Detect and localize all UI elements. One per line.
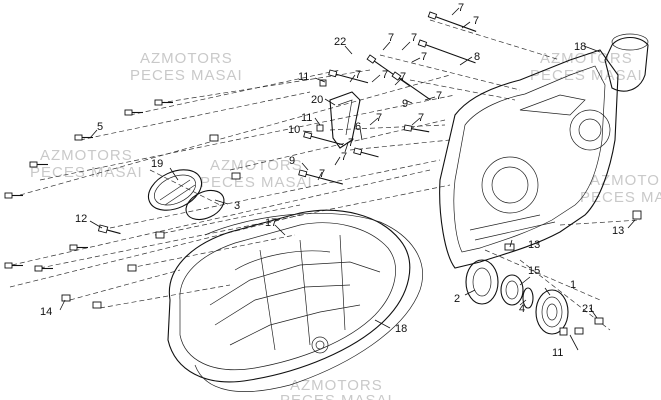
- callout-14: 14: [40, 306, 52, 318]
- watermark-line2-top: PECES MASAI: [130, 67, 243, 84]
- callout-7: 7: [348, 137, 354, 149]
- callout-7: 7: [436, 90, 442, 102]
- callout-6: 6: [355, 121, 361, 133]
- callout-8: 8: [474, 51, 480, 63]
- watermark-line1-top: AZMOTORS: [140, 50, 233, 67]
- watermark-line2-right: PECES MASAI: [580, 189, 661, 206]
- clutch-cover: [167, 209, 411, 383]
- callout-19: 19: [151, 158, 163, 170]
- callout-11: 11: [298, 71, 309, 83]
- watermark-line1-right: AZMOTORS: [590, 172, 661, 189]
- watermark-line1-bottom: AZMOTORS: [290, 377, 383, 394]
- callout-20: 20: [311, 94, 323, 106]
- callout-7: 7: [473, 15, 479, 27]
- callout-15: 15: [528, 265, 540, 277]
- watermark-line2-center: PECES MASAI: [200, 174, 313, 191]
- callout-7: 7: [418, 112, 424, 124]
- bracket-20: [329, 91, 361, 149]
- callout-21: 21: [582, 303, 594, 315]
- callout-10: 10: [288, 124, 300, 136]
- callout-7: 7: [341, 151, 347, 163]
- callout-17: 17: [265, 217, 277, 229]
- callout-11: 11: [301, 112, 312, 124]
- callout-12: 12: [75, 213, 87, 225]
- watermark-line1-top-right: AZMOTORS: [540, 50, 633, 67]
- callout-13: 13: [528, 239, 540, 251]
- callout-7: 7: [400, 71, 406, 83]
- assembly-lines: [9, 19, 641, 331]
- callout-7: 7: [411, 32, 417, 44]
- watermark-line1-left: AZMOTORS: [40, 147, 133, 164]
- leader-lines: [59, 7, 636, 351]
- callout-3: 3: [234, 200, 240, 212]
- callout-7: 7: [458, 2, 464, 14]
- callout-2: 2: [454, 293, 460, 305]
- callout-9: 9: [402, 98, 408, 110]
- callout-labels: 7 7 22 7 7 7 8 18 11 7 7 7 7 20 9 11 7 7…: [40, 2, 624, 359]
- callout-16: 18: [574, 41, 586, 53]
- crankcase: [439, 33, 649, 269]
- watermark-line1-center: AZMOTORS: [210, 157, 303, 174]
- callout-4: 4: [519, 303, 525, 315]
- callout-9: 9: [289, 155, 295, 167]
- callout-7: 7: [376, 112, 382, 124]
- callout-5: 5: [97, 121, 103, 133]
- bolt-set: [4, 11, 642, 336]
- callout-18: 18: [395, 323, 407, 335]
- callout-1: 1: [570, 279, 576, 291]
- callout-7: 7: [319, 168, 325, 180]
- inspection-cover: [147, 169, 225, 221]
- callout-11: 11: [552, 347, 563, 359]
- watermark-line2-bottom: PECES MASAI: [280, 392, 393, 400]
- seal-bearing-stack: [465, 259, 569, 335]
- callout-7: 7: [382, 69, 388, 81]
- callout-7: 7: [388, 32, 394, 44]
- watermark-line2-left: PECES MASAI: [30, 164, 143, 181]
- callout-22: 22: [334, 36, 346, 48]
- callout-7: 7: [421, 51, 427, 63]
- callout-13: 13: [612, 225, 624, 237]
- gasket-outline: [194, 212, 423, 392]
- callout-7: 7: [355, 69, 361, 81]
